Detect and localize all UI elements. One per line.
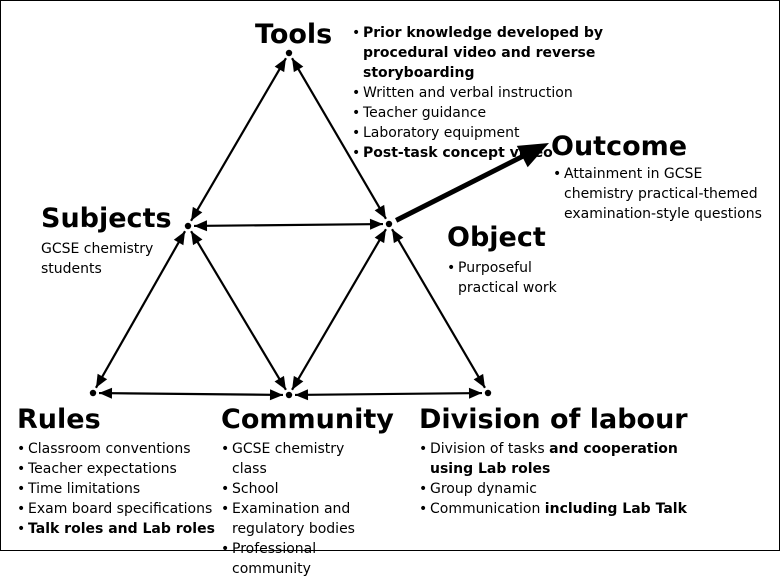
tools-item: Prior knowledge developed by procedural … bbox=[352, 23, 682, 83]
outcome-list: Attainment in GCSE chemistry practical-t… bbox=[553, 164, 773, 224]
edge-rules-community bbox=[98, 391, 284, 397]
rules-item-text: Classroom conventions bbox=[28, 441, 191, 457]
edge-subjects-object bbox=[193, 222, 384, 228]
tools-item-text: Laboratory equipment bbox=[363, 125, 520, 141]
division-item: Division of tasks and cooperation using … bbox=[419, 439, 709, 479]
outcome-heading: Outcome bbox=[551, 131, 688, 162]
rules-list: Classroom conventionsTeacher expectation… bbox=[17, 439, 217, 539]
arrowhead-community bbox=[292, 375, 304, 390]
edge-object-division bbox=[391, 228, 486, 389]
edge-object-community bbox=[291, 228, 387, 391]
arrowhead-object bbox=[392, 229, 404, 244]
outcome-item: Attainment in GCSE chemistry practical-t… bbox=[553, 164, 773, 224]
object-item: Purposeful practical work bbox=[447, 258, 567, 298]
division-item: Communication including Lab Talk bbox=[419, 499, 709, 519]
tools-item-text: Written and verbal instruction bbox=[363, 85, 573, 101]
arrowhead-division bbox=[473, 373, 485, 388]
node-dot-subjects bbox=[184, 222, 192, 230]
node-dot-community bbox=[285, 391, 293, 399]
tools-item-bold-text: Prior knowledge developed by procedural … bbox=[363, 25, 604, 81]
arrowhead-tools bbox=[292, 58, 304, 73]
division-item-text: Communication bbox=[430, 501, 545, 517]
arrowhead-subjects bbox=[191, 206, 203, 221]
node-dot-object bbox=[385, 220, 393, 228]
arrowhead-rules bbox=[98, 387, 113, 399]
rules-item-text: Teacher expectations bbox=[28, 461, 177, 477]
edge-tools-subjects bbox=[190, 57, 287, 222]
arrowhead-subjects bbox=[193, 220, 208, 232]
object-heading: Object bbox=[447, 222, 546, 253]
community-item-text: Professional community bbox=[232, 541, 317, 577]
community-heading: Community bbox=[221, 404, 394, 435]
object-item-text: Purposeful practical work bbox=[458, 260, 557, 296]
arrowhead-subjects bbox=[191, 231, 203, 246]
arrowhead-object bbox=[374, 229, 386, 244]
node-dot-rules bbox=[89, 389, 97, 397]
division-item: Group dynamic bbox=[419, 479, 709, 499]
rules-item: Classroom conventions bbox=[17, 439, 217, 459]
rules-item: Exam board specifications bbox=[17, 499, 217, 519]
community-item: GCSE chemistry class bbox=[221, 439, 381, 479]
tools-item-bold-text: Post-task concept video bbox=[363, 145, 553, 161]
arrowhead-object bbox=[369, 218, 384, 230]
division-item-bold-text: including Lab Talk bbox=[544, 501, 687, 517]
edge-community-division bbox=[294, 391, 483, 397]
rules-heading: Rules bbox=[17, 404, 101, 435]
arrowhead-object bbox=[374, 204, 386, 219]
diagram-frame: Tools Prior knowledge developed by proce… bbox=[0, 0, 780, 551]
rules-item-text: Exam board specifications bbox=[28, 501, 213, 517]
arrowhead-division bbox=[468, 387, 483, 399]
subjects-text: GCSE chemistry students bbox=[41, 241, 154, 277]
community-item-text: Examination and regulatory bodies bbox=[232, 501, 355, 537]
subjects-heading: Subjects bbox=[41, 203, 172, 234]
division-item-text: Division of tasks bbox=[430, 441, 550, 457]
object-list: Purposeful practical work bbox=[447, 258, 567, 298]
division-item-text: Group dynamic bbox=[430, 481, 537, 497]
edge-subjects-community bbox=[190, 230, 287, 391]
tools-list: Prior knowledge developed by procedural … bbox=[352, 23, 682, 163]
arrowhead-community bbox=[274, 375, 286, 390]
community-item: Examination and regulatory bodies bbox=[221, 499, 381, 539]
community-item-text: GCSE chemistry class bbox=[232, 441, 345, 477]
rules-item-text: Time limitations bbox=[28, 481, 141, 497]
arrowhead-rules bbox=[95, 373, 108, 388]
division-heading: Division of labour bbox=[419, 404, 688, 435]
tools-item: Laboratory equipment bbox=[352, 123, 682, 143]
node-dot-tools bbox=[285, 49, 293, 57]
subjects-text-block: GCSE chemistry students bbox=[41, 239, 161, 279]
arrowhead-community bbox=[294, 389, 309, 401]
tools-item-text: Teacher guidance bbox=[363, 105, 487, 121]
rules-item-bold-text: Talk roles and Lab roles bbox=[28, 521, 215, 537]
community-item-text: School bbox=[232, 481, 279, 497]
rules-item: Talk roles and Lab roles bbox=[17, 519, 217, 539]
node-dot-division bbox=[484, 389, 492, 397]
arrowhead-subjects bbox=[173, 231, 186, 246]
community-item: Professional community bbox=[221, 539, 381, 579]
rules-item: Time limitations bbox=[17, 479, 217, 499]
outcome-item-text: Attainment in GCSE chemistry practical-t… bbox=[564, 166, 762, 222]
tools-item: Post-task concept video bbox=[352, 143, 682, 163]
tools-item: Written and verbal instruction bbox=[352, 83, 682, 103]
division-item-bold-text: and cooperation using Lab roles bbox=[430, 441, 678, 477]
edge-subjects-rules bbox=[95, 230, 186, 389]
tools-item: Teacher guidance bbox=[352, 103, 682, 123]
arrowhead-tools bbox=[274, 58, 286, 73]
rules-item: Teacher expectations bbox=[17, 459, 217, 479]
tools-heading: Tools bbox=[255, 19, 333, 50]
arrowhead-community bbox=[269, 389, 284, 401]
community-list: GCSE chemistry classSchoolExamination an… bbox=[221, 439, 381, 579]
edge-object-outcome bbox=[395, 150, 531, 223]
edge-tools-object bbox=[291, 57, 387, 220]
division-list: Division of tasks and cooperation using … bbox=[419, 439, 709, 519]
community-item: School bbox=[221, 479, 381, 499]
